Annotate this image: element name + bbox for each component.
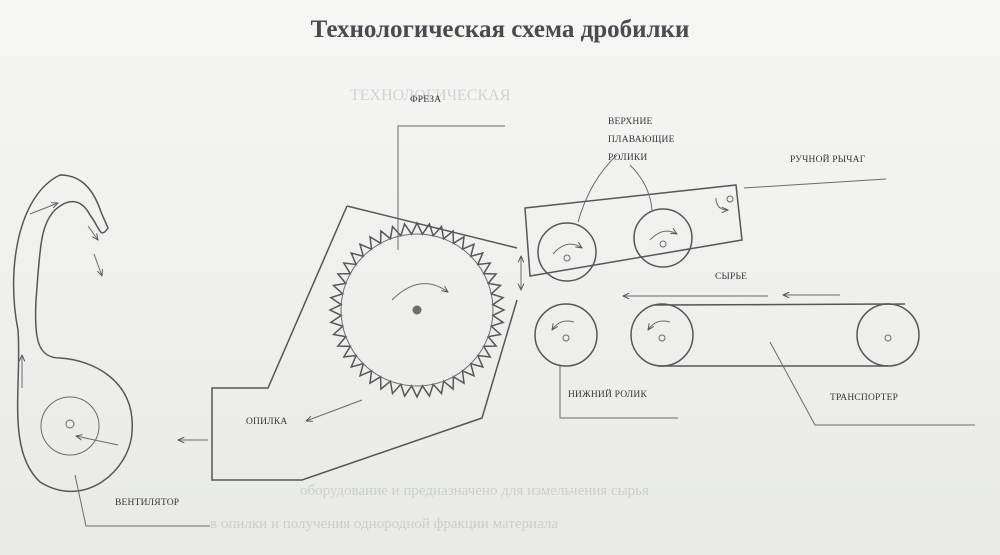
hand-lever bbox=[715, 178, 887, 210]
conveyor bbox=[630, 303, 920, 367]
leader-mill bbox=[397, 125, 505, 250]
label-hand-lever: РУЧНОЙ РЫЧАГ bbox=[790, 153, 866, 165]
lower-roller bbox=[534, 303, 598, 367]
fan bbox=[12, 174, 133, 493]
label-mill: ФРЕЗА bbox=[410, 95, 441, 105]
upper-roller-2 bbox=[633, 208, 693, 268]
leader-upper-roller-2 bbox=[629, 164, 653, 211]
sawdust-arrow bbox=[306, 399, 363, 421]
label-lower-roller: НИЖНИЙ РОЛИК bbox=[568, 388, 647, 400]
crusher-housing bbox=[211, 205, 518, 481]
leader-fan bbox=[74, 474, 210, 527]
mill-axle bbox=[412, 305, 422, 315]
upper-roller-1 bbox=[537, 222, 597, 282]
svg-text:оборудование и предназначено д: оборудование и предназначено для измельч… bbox=[300, 483, 649, 499]
label-fan: ВЕНТИЛЯТОР bbox=[115, 498, 179, 508]
upper-roller-frame bbox=[524, 184, 743, 277]
label-conveyor: ТРАНСПОРТЕР bbox=[830, 393, 898, 403]
label-upper-rollers-1: ВЕРХНИЕ bbox=[608, 117, 653, 127]
svg-text:в опилки и получения однородно: в опилки и получения однородной фракции … bbox=[210, 516, 558, 532]
leader-upper-roller-1 bbox=[577, 154, 618, 223]
label-sawdust: ОПИЛКА bbox=[246, 417, 287, 427]
leader-conveyor bbox=[769, 341, 975, 426]
mill-cutter bbox=[328, 221, 506, 399]
bleed-through-text: ТЕХНОЛОГИЧЕСКАЯ оборудование и предназна… bbox=[210, 87, 649, 532]
svg-text:ТЕХНОЛОГИЧЕСКАЯ: ТЕХНОЛОГИЧЕСКАЯ bbox=[350, 87, 511, 104]
label-upper-rollers-3: РОЛИКИ bbox=[608, 153, 648, 163]
diagram-title: Технологическая схема дробилки bbox=[310, 16, 690, 43]
leader-lower-roller bbox=[559, 366, 678, 419]
label-raw-material: СЫРЬЕ bbox=[715, 272, 747, 282]
mill-rotation-arrow bbox=[391, 283, 448, 301]
label-upper-rollers-2: ПЛАВАЮЩИЕ bbox=[608, 135, 675, 145]
